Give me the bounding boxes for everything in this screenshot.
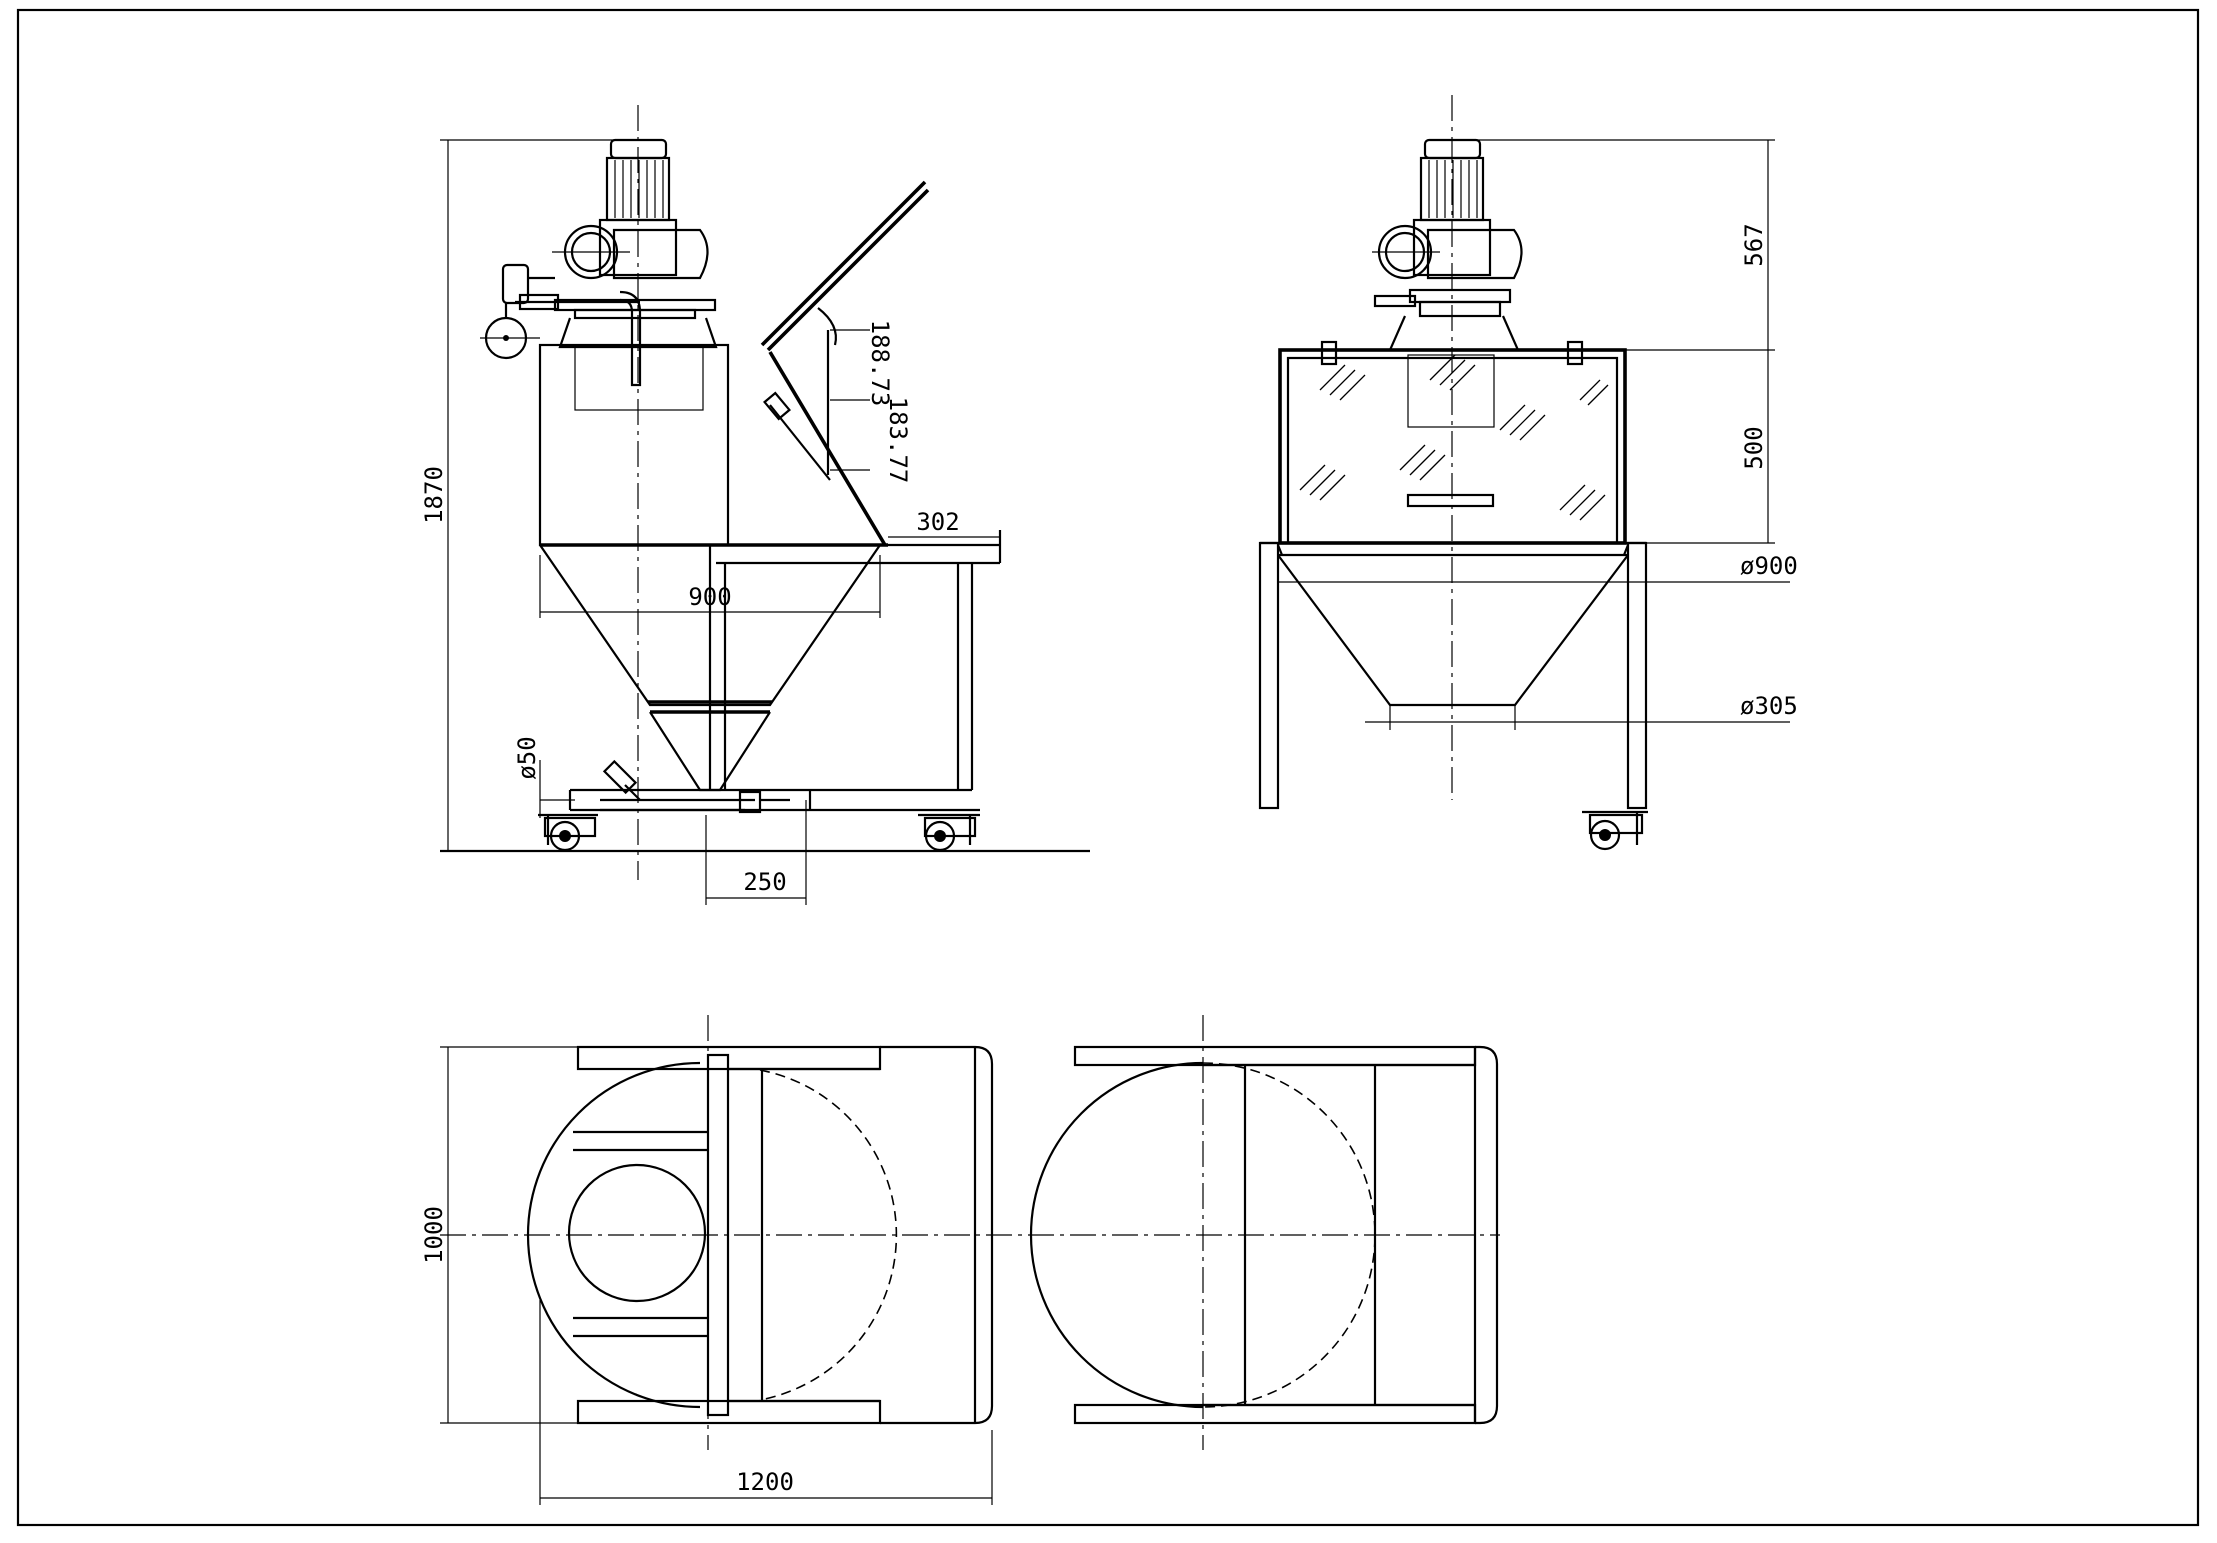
dim-outlet-offset: 250 bbox=[743, 868, 786, 896]
dim-motor-height: 567 bbox=[1740, 223, 1768, 266]
dim-cone-outlet-diameter: ø305 bbox=[1740, 692, 1798, 720]
side-view: 1870 900 302 250 ø50 188.73 183.77 bbox=[420, 105, 1090, 905]
caster-right-side bbox=[918, 813, 980, 852]
dim-cone-top-diameter: ø900 bbox=[1740, 552, 1798, 580]
side-view-dimensions bbox=[440, 139, 1000, 905]
dim-box-height: 500 bbox=[1740, 426, 1768, 469]
dim-flap-upper: 188.73 bbox=[866, 320, 894, 407]
dim-table-extension: 302 bbox=[916, 508, 959, 536]
dim-plan-width: 1200 bbox=[736, 1468, 794, 1496]
caster-left-side bbox=[538, 813, 598, 852]
front-view: 567 500 ø900 ø305 bbox=[1258, 95, 1798, 851]
plan-view-dimensions bbox=[440, 1046, 993, 1505]
motor-side bbox=[552, 138, 717, 320]
dim-outlet-diameter: ø50 bbox=[513, 736, 541, 779]
base-frame-side bbox=[568, 759, 980, 814]
plan-right bbox=[1029, 1045, 1499, 1425]
dim-plan-depth: 1000 bbox=[420, 1206, 448, 1264]
plan-left bbox=[526, 1045, 994, 1425]
drawing-frame bbox=[16, 8, 2200, 1527]
caster-front bbox=[1582, 810, 1648, 851]
motor-front bbox=[1372, 138, 1523, 318]
plan-view: 1000 1200 bbox=[420, 1015, 1500, 1505]
dim-flap-lower: 183.77 bbox=[884, 397, 912, 484]
valve-handwheel bbox=[480, 263, 640, 360]
frame-and-cone-front bbox=[1258, 541, 1648, 810]
dim-hopper-width: 900 bbox=[688, 583, 731, 611]
dim-overall-height: 1870 bbox=[420, 466, 448, 524]
front-view-dimensions bbox=[1278, 139, 1790, 730]
hinged-lid bbox=[760, 180, 930, 546]
